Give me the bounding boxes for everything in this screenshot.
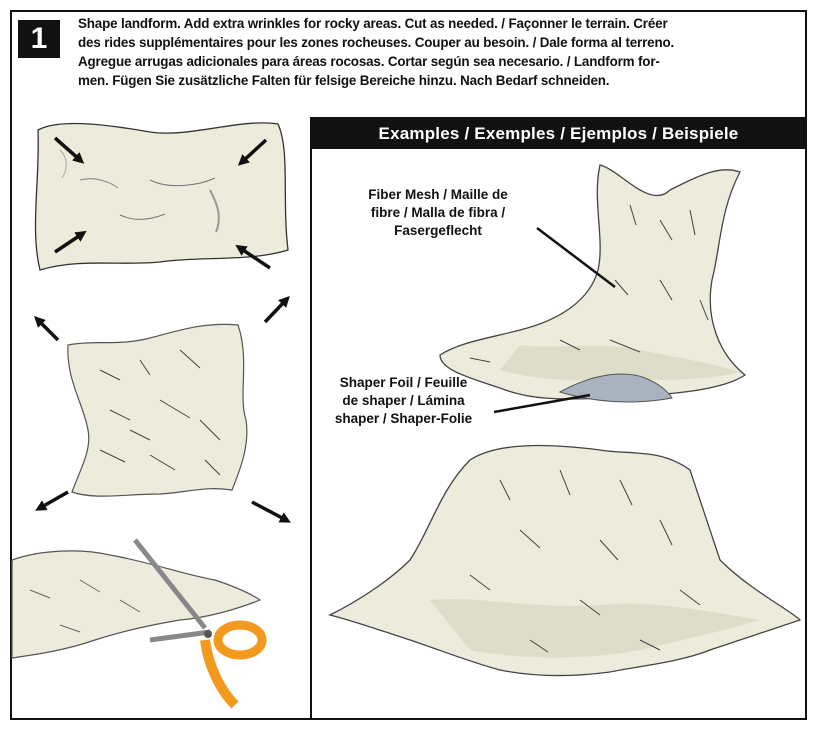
fiber-mesh-label: Fiber Mesh / Maille de fibre / Malla de … bbox=[333, 186, 543, 240]
shaper-foil-label: Shaper Foil / Feuille de shaper / Lámina… bbox=[316, 374, 491, 428]
cut-mesh-sheet bbox=[12, 551, 260, 658]
flat-mesh-sheet bbox=[35, 123, 288, 270]
mound-landform bbox=[330, 446, 800, 676]
crumpled-mesh-sheet bbox=[68, 324, 247, 496]
